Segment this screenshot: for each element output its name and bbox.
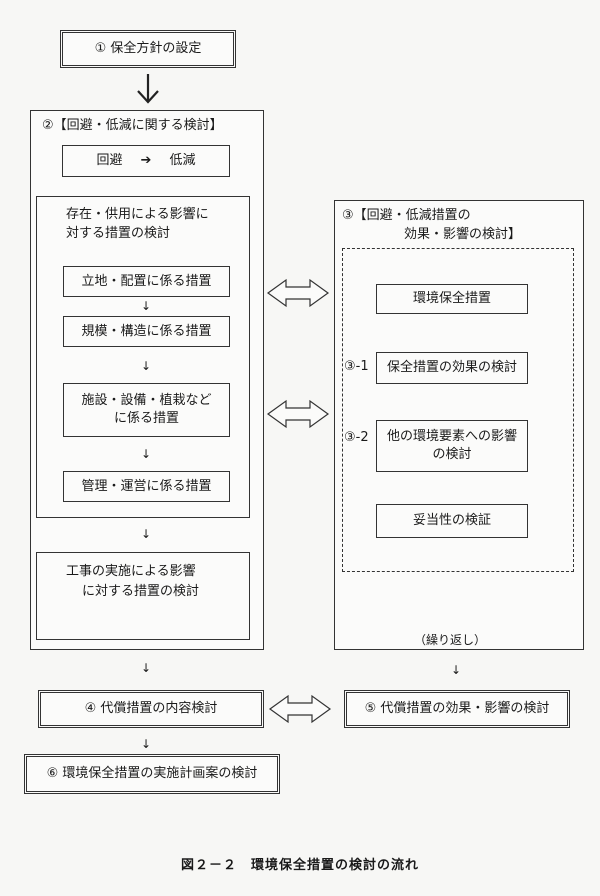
step4-box: ④ 代償措置の内容検討 (38, 690, 264, 728)
step3-dashed-region (342, 248, 574, 572)
measure-manage-box: 管理・運営に係る措置 (63, 471, 230, 502)
avoid-label: 回避 (96, 153, 123, 169)
step4-label: ④ 代償措置の内容検討 (84, 701, 218, 717)
env-measure-box: 環境保全措置 (376, 284, 528, 314)
down-arrow-icon: ↓ (141, 299, 152, 313)
measure-manage-label: 管理・運営に係る措置 (81, 478, 212, 494)
avoid-reduce-box: 回避 ➔ 低減 (62, 145, 230, 177)
step3-1-number: ③-1 (344, 359, 369, 374)
measure-location-label: 立地・配置に係る措置 (81, 273, 212, 289)
measure-facility-line1: 施設・設備・植栽など (81, 393, 212, 409)
down-arrow-icon: ↓ (141, 737, 152, 751)
presence-title-line1: 存在・供用による影響に (66, 207, 209, 222)
repeat-label: （繰り返し） (414, 633, 487, 647)
env-measure-label: 環境保全措置 (412, 291, 491, 307)
presence-group-box (36, 196, 250, 518)
step1-label: ① 保全方針の設定 (94, 41, 202, 57)
double-arrow-bottom (268, 694, 332, 724)
reduce-label: 低減 (169, 153, 196, 169)
down-arrow-icon: ↓ (141, 447, 152, 461)
effect-check-label: 保全措置の効果の検討 (386, 360, 517, 376)
step1-box: ① 保全方針の設定 (60, 30, 236, 68)
step2-title: ②【回避・低減に関する検討】 (42, 118, 223, 133)
double-arrow-upper (266, 278, 330, 308)
construction-line2: に対する措置の検討 (82, 584, 200, 599)
step3-title-line1: ③【回避・低減措置の (342, 208, 471, 223)
figure-caption: 図２－２ 環境保全措置の検討の流れ (180, 858, 419, 873)
validity-label: 妥当性の検証 (412, 513, 491, 529)
other-impact-box: 他の環境要素への影響 の検討 (376, 420, 528, 472)
step5-label: ⑤ 代償措置の効果・影響の検討 (364, 701, 550, 717)
measure-facility-line2: に係る措置 (113, 411, 179, 426)
measure-facility-box: 施設・設備・植栽など に係る措置 (63, 383, 230, 437)
step6-box: ⑥ 環境保全措置の実施計画案の検討 (24, 754, 280, 794)
validity-box: 妥当性の検証 (376, 504, 528, 538)
down-arrow-icon: ↓ (141, 359, 152, 373)
double-arrow-lower (266, 399, 330, 429)
measure-scale-label: 規模・構造に係る措置 (81, 323, 212, 339)
main-arrow-head (137, 90, 159, 104)
down-arrow-icon: ↓ (141, 527, 152, 541)
down-arrow-icon: ↓ (451, 663, 462, 677)
step3-title-line2: 効果・影響の検討】 (404, 227, 522, 242)
presence-title-line2: 対する措置の検討 (66, 226, 171, 241)
step5-box: ⑤ 代償措置の効果・影響の検討 (344, 690, 570, 728)
step6-label: ⑥ 環境保全措置の実施計画案の検討 (46, 766, 258, 782)
right-arrow-icon: ➔ (140, 153, 152, 169)
other-impact-line2: の検討 (432, 447, 472, 462)
step3-2-number: ③-2 (344, 430, 369, 445)
other-impact-line1: 他の環境要素への影響 (386, 429, 517, 445)
measure-scale-box: 規模・構造に係る措置 (63, 316, 230, 347)
construction-group-box (36, 552, 250, 640)
construction-line1: 工事の実施による影響 (66, 564, 196, 579)
down-arrow-icon: ↓ (141, 661, 152, 675)
measure-location-box: 立地・配置に係る措置 (63, 266, 230, 297)
effect-check-box: 保全措置の効果の検討 (376, 352, 528, 384)
